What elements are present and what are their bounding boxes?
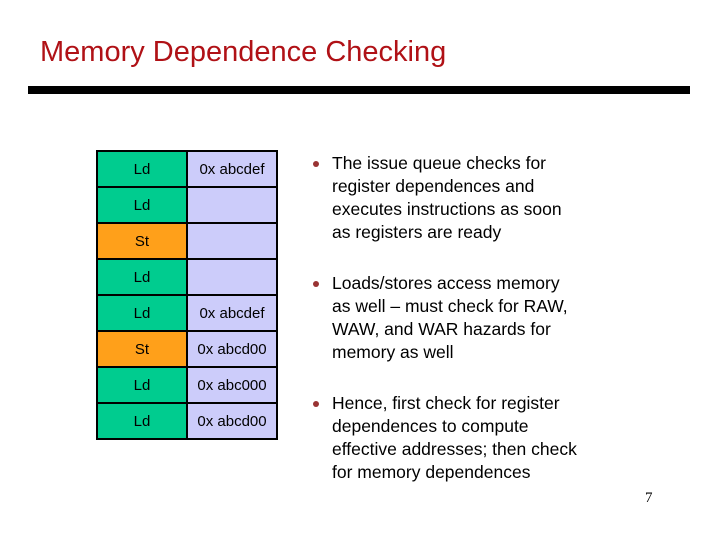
op-cell: Ld bbox=[96, 402, 188, 440]
bullet-list: The issue queue checks for register depe… bbox=[313, 152, 705, 512]
addr-cell bbox=[186, 186, 278, 224]
table-row: Ld 0x abcdef bbox=[96, 150, 278, 188]
bullet-text: Hence, first check for register dependen… bbox=[332, 392, 577, 484]
bullet-item: The issue queue checks for register depe… bbox=[313, 152, 705, 244]
bullet-line: The issue queue checks for bbox=[332, 153, 547, 173]
bullet-marker-icon bbox=[313, 401, 319, 407]
op-cell: Ld bbox=[96, 366, 188, 404]
op-cell: Ld bbox=[96, 186, 188, 224]
op-cell: Ld bbox=[96, 258, 188, 296]
bullet-line: register dependences and bbox=[332, 176, 535, 196]
table-row: St bbox=[96, 222, 278, 260]
bullet-line: as well – must check for RAW, bbox=[332, 296, 568, 316]
bullet-line: Hence, first check for register bbox=[332, 393, 560, 413]
addr-cell bbox=[186, 222, 278, 260]
table-row: Ld 0x abcd00 bbox=[96, 402, 278, 440]
page-number: 7 bbox=[645, 490, 653, 506]
addr-cell: 0x abcd00 bbox=[186, 330, 278, 368]
bullet-item: Loads/stores access memory as well – mus… bbox=[313, 272, 705, 364]
op-cell: Ld bbox=[96, 294, 188, 332]
table-row: Ld bbox=[96, 186, 278, 224]
bullet-text: The issue queue checks for register depe… bbox=[332, 152, 562, 244]
table-row: St 0x abcd00 bbox=[96, 330, 278, 368]
addr-cell: 0x abcdef bbox=[186, 150, 278, 188]
bullet-line: memory as well bbox=[332, 342, 454, 362]
addr-cell: 0x abc000 bbox=[186, 366, 278, 404]
table-row: Ld bbox=[96, 258, 278, 296]
bullet-line: WAW, and WAR hazards for bbox=[332, 319, 551, 339]
addr-cell bbox=[186, 258, 278, 296]
bullet-line: Loads/stores access memory bbox=[332, 273, 560, 293]
memory-ops-table: Ld 0x abcdef Ld St Ld Ld 0x abcdef St 0 bbox=[96, 150, 278, 440]
bullet-line: for memory dependences bbox=[332, 462, 531, 482]
bullet-line: dependences to compute bbox=[332, 416, 529, 436]
title-underline-rule bbox=[28, 86, 690, 94]
bullet-text: Loads/stores access memory as well – mus… bbox=[332, 272, 568, 364]
table-row: Ld 0x abcdef bbox=[96, 294, 278, 332]
table-row: Ld 0x abc000 bbox=[96, 366, 278, 404]
bullet-line: effective addresses; then check bbox=[332, 439, 577, 459]
addr-cell: 0x abcdef bbox=[186, 294, 278, 332]
bullet-item: Hence, first check for register dependen… bbox=[313, 392, 705, 484]
op-cell: Ld bbox=[96, 150, 188, 188]
addr-cell: 0x abcd00 bbox=[186, 402, 278, 440]
bullet-marker-icon bbox=[313, 281, 319, 287]
op-cell: St bbox=[96, 330, 188, 368]
bullet-line: executes instructions as soon bbox=[332, 199, 562, 219]
op-cell: St bbox=[96, 222, 188, 260]
bullet-marker-icon bbox=[313, 161, 319, 167]
page-title: Memory Dependence Checking bbox=[40, 36, 447, 68]
bullet-line: as registers are ready bbox=[332, 222, 502, 242]
